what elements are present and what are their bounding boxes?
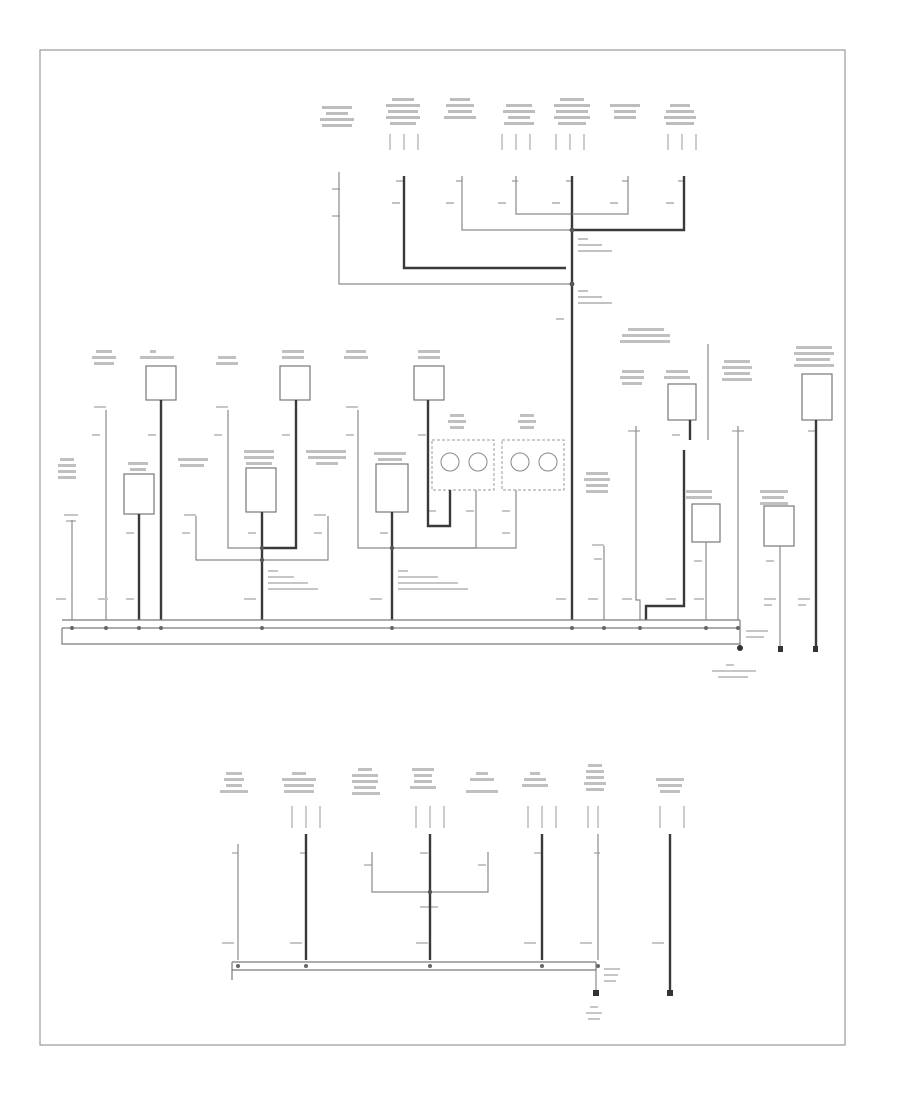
top-wire-7 — [572, 176, 686, 232]
top-wire-2 — [402, 176, 566, 270]
component-box — [691, 503, 721, 543]
middle-labels — [58, 328, 834, 505]
component-box — [375, 463, 409, 513]
middle-ground-bus — [61, 619, 741, 645]
bottom-bus-taps — [236, 964, 600, 968]
top-wire-1 — [338, 172, 572, 285]
component-box — [667, 383, 697, 421]
bottom-section — [220, 764, 685, 1020]
middle-ground-label — [712, 630, 768, 678]
lamp-icon — [468, 452, 488, 472]
lamp-icon — [510, 452, 530, 472]
middle-splices — [259, 545, 395, 563]
top-splice-lower — [569, 281, 575, 287]
component-box — [245, 467, 277, 513]
bottom-ground-bus — [231, 961, 597, 980]
lamp-icon — [440, 452, 460, 472]
middle-splice-labels — [56, 570, 810, 606]
middle-wires — [71, 344, 818, 650]
component-box — [279, 365, 311, 401]
bottom-ground-label — [586, 968, 620, 1020]
middle-ground-point — [737, 645, 743, 651]
bottom-connector-stubs — [291, 806, 685, 828]
diagram-frame — [39, 49, 846, 1046]
top-pin-marks — [332, 180, 684, 217]
lamp-assembly-left — [431, 439, 495, 491]
lamp-icon — [538, 452, 558, 472]
top-splice-labels — [556, 238, 612, 320]
bottom-splice — [427, 889, 433, 895]
middle-components — [123, 365, 833, 547]
bottom-labels — [220, 764, 684, 795]
component-box — [145, 365, 177, 401]
middle-bus-taps — [70, 626, 740, 630]
lamp-assembly-right — [501, 439, 565, 491]
top-splice-upper — [569, 227, 575, 233]
component-box — [763, 505, 795, 547]
ground-terminal — [778, 646, 783, 652]
ground-terminal — [667, 990, 673, 996]
top-wire-3 — [461, 176, 572, 231]
top-section — [320, 98, 697, 620]
component-box — [123, 473, 155, 515]
bottom-wires — [237, 834, 672, 990]
top-wire-6 — [572, 176, 629, 215]
component-box — [801, 373, 833, 421]
top-connector-stubs — [389, 134, 697, 150]
top-wire-4 — [515, 176, 572, 215]
top-labels — [320, 98, 696, 127]
middle-section — [56, 328, 834, 678]
middle-pin-marks — [64, 406, 816, 562]
ground-terminal — [813, 646, 818, 652]
ground-terminal — [593, 990, 599, 996]
component-box — [413, 365, 445, 401]
